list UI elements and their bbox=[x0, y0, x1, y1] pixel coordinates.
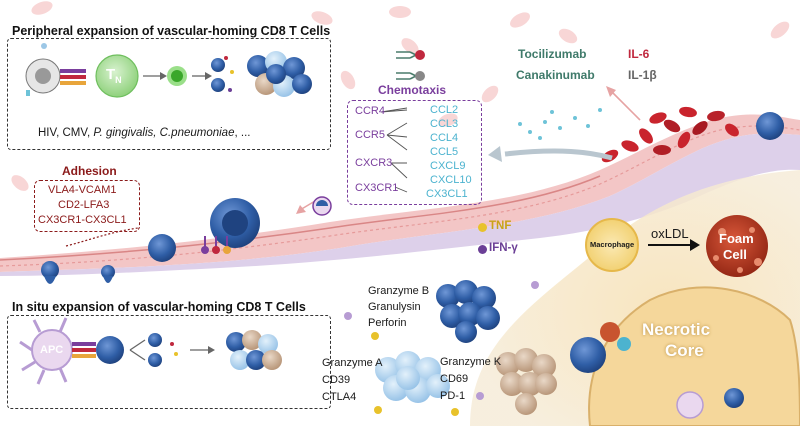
oxldl-arrow bbox=[690, 239, 700, 251]
chemotaxis-title: Chemotaxis bbox=[378, 83, 447, 97]
receptor-ccr4: CCR4 bbox=[355, 105, 385, 117]
tnf-icon bbox=[478, 223, 487, 232]
macrophage bbox=[585, 218, 639, 272]
receptor-cx3cr1: CX3CR1 bbox=[355, 182, 399, 194]
foam-cell-label-2: Cell bbox=[723, 247, 747, 262]
release-arrow bbox=[611, 91, 641, 121]
ligand-cxcl10: CXCL10 bbox=[430, 174, 472, 186]
receptor-ccr5: CCR5 bbox=[355, 129, 385, 141]
background-rbcs bbox=[11, 1, 790, 191]
adhesion-pair-3: CX3CR1-CX3CL1 bbox=[38, 214, 127, 226]
peripheral-schematic bbox=[25, 43, 312, 98]
insitu-box bbox=[7, 315, 331, 409]
adhesion-pair-2: CD2-LFA3 bbox=[58, 199, 110, 211]
ifng-icon bbox=[478, 245, 487, 254]
foam-cell bbox=[706, 215, 768, 277]
necrotic-tcell bbox=[570, 337, 606, 373]
ligand-ccl2: CCL2 bbox=[430, 104, 459, 116]
effector-k-1: Granzyme K bbox=[440, 356, 502, 368]
effector-cluster-b bbox=[436, 280, 500, 343]
tn-label: TN bbox=[106, 66, 122, 85]
insitu-title: In situ expansion of vascular-homing CD8… bbox=[12, 300, 306, 314]
adhesion-box bbox=[34, 180, 140, 232]
tcell-rupture-site bbox=[756, 112, 784, 140]
ifng-label: IFN-γ bbox=[489, 242, 518, 254]
effector-b-1: Granzyme B bbox=[368, 285, 430, 297]
il6-icon bbox=[415, 50, 425, 60]
effector-b-2: Granulysin bbox=[368, 301, 421, 313]
antibody-icon-canakinumab bbox=[396, 72, 418, 80]
il1b-icon bbox=[415, 71, 425, 81]
foam-cell-label-1: Foam bbox=[719, 231, 754, 246]
tnf-label: TNF bbox=[489, 220, 512, 232]
ligand-ccl3: CCL3 bbox=[430, 118, 459, 130]
antibody-icon-tocilizumab bbox=[396, 51, 418, 59]
necrotic-core-label-1: Necrotic bbox=[642, 320, 711, 339]
macrophage-label: Macrophage bbox=[590, 240, 635, 249]
peripheral-box bbox=[7, 38, 331, 150]
effector-a-1: Granzyme A bbox=[322, 357, 383, 369]
vessel-wall bbox=[0, 114, 800, 276]
receptor-cxcr3: CXCR3 bbox=[355, 157, 393, 169]
oxldl-label: oxLDL bbox=[651, 226, 689, 241]
effector-b-3: Perforin bbox=[368, 317, 407, 329]
effector-cluster-k bbox=[496, 348, 557, 415]
effector-cluster-a bbox=[375, 351, 450, 403]
chemotaxis-box bbox=[347, 100, 482, 205]
effector-k-2: CD69 bbox=[440, 373, 469, 385]
necrotic-core-label-2: Core bbox=[665, 341, 704, 360]
ligand-ccl5: CCL5 bbox=[430, 146, 459, 158]
effector-a-2: CD39 bbox=[322, 374, 351, 386]
drug-tocilizumab: Tocilizumab bbox=[518, 47, 587, 61]
pathogen-list: HIV, CMV, P. gingivalis, C.pneumoniae, .… bbox=[38, 127, 251, 139]
drug-canakinumab: Canakinumab bbox=[516, 68, 595, 82]
peripheral-title: Peripheral expansion of vascular-homing … bbox=[12, 24, 331, 38]
adhesion-pair-1: VLA4-VCAM1 bbox=[48, 184, 117, 196]
effector-k-3: PD-1 bbox=[440, 390, 466, 402]
apc-label: APC bbox=[40, 344, 64, 356]
ligand-ccl4: CCL4 bbox=[430, 132, 459, 144]
target-il6: IL-6 bbox=[628, 47, 650, 61]
target-il1b: IL-1β bbox=[628, 68, 657, 82]
ligand-cx3cl1: CX3CL1 bbox=[426, 188, 468, 200]
chemotaxis-arrow bbox=[504, 148, 613, 161]
cytokine-dots bbox=[344, 281, 539, 416]
chemokine-dots bbox=[518, 108, 602, 140]
insitu-schematic bbox=[19, 317, 282, 385]
adhesion-schematic bbox=[41, 196, 332, 284]
effector-a-3: CTLA4 bbox=[322, 391, 357, 403]
adhesion-title: Adhesion bbox=[62, 164, 117, 178]
chemotaxis-links bbox=[380, 107, 408, 193]
ligand-cxcl9: CXCL9 bbox=[430, 160, 466, 172]
